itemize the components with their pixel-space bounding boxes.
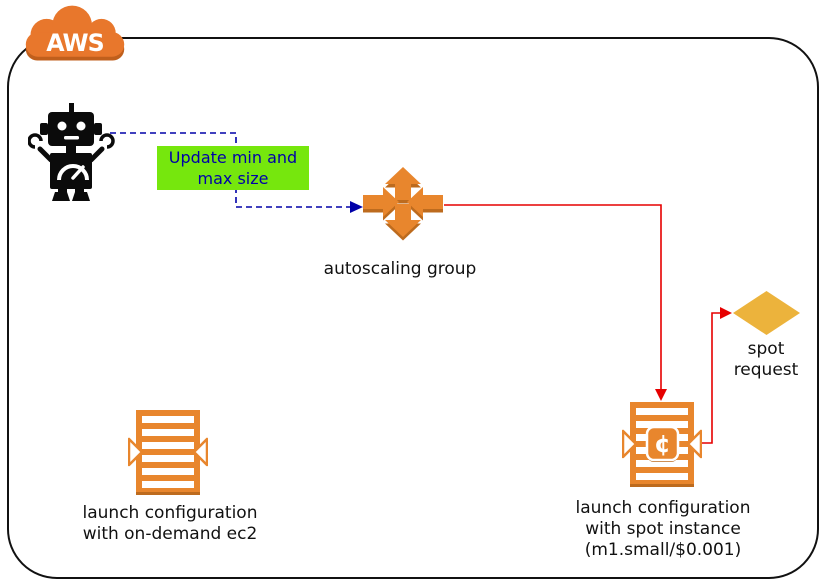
label-line: (m1.small/$0.001): [584, 540, 742, 560]
label-line: spot: [747, 339, 785, 359]
robot-icon: [28, 103, 115, 201]
edge-label-line: max size: [197, 169, 269, 188]
launch-configuration-cent-icon: ¢: [622, 402, 702, 487]
autoscaling-arrows-icon: [363, 167, 443, 241]
aws-cloud-icon: AWS: [25, 5, 125, 61]
autoscaling-group-label: autoscaling group: [323, 259, 477, 279]
label-line: with on-demand ec2: [82, 524, 258, 544]
spot-request-diamond-icon: [733, 291, 800, 335]
label-line: request: [733, 360, 799, 380]
label-line: with spot instance: [585, 519, 741, 539]
update-minmax-label: Update min and max size: [157, 146, 309, 190]
label-line: launch configuration: [575, 498, 751, 518]
launch-config-ondemand-label: launch configuration with on-demand ec2: [55, 503, 285, 545]
cent-symbol: ¢: [654, 430, 671, 458]
launch-configuration-icon: [128, 410, 208, 495]
edge-label-line: Update min and: [168, 148, 298, 167]
label-line: launch configuration: [82, 503, 258, 523]
launch-config-spot-label: launch configuration with spot instance …: [548, 498, 778, 561]
aws-badge-label: AWS: [46, 29, 104, 57]
spot-request-label: spot request: [706, 339, 822, 381]
